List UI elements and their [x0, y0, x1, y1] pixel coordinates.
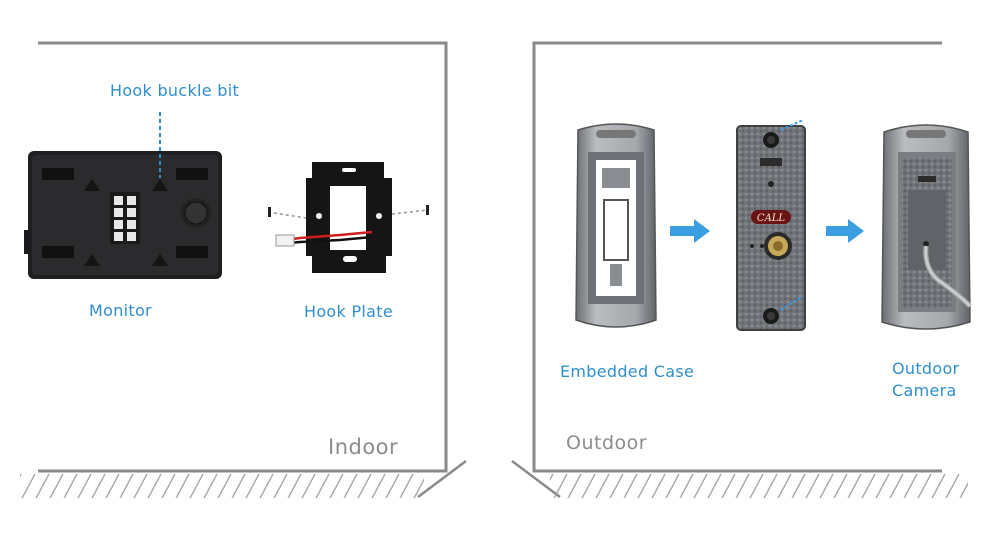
- indoor-room-walls: [38, 41, 467, 498]
- hook-buckle-label: Hook buckle bit: [110, 81, 240, 100]
- outdoor-floor-hatch: [550, 474, 968, 498]
- monitor-label: Monitor: [89, 301, 152, 320]
- outdoor-camera-icon: [881, 124, 972, 330]
- screw-icon: [267, 205, 429, 219]
- arrow-right-icon: [670, 219, 864, 243]
- hook-plate-label: Hook Plate: [304, 302, 393, 321]
- indoor-floor-hatch: [20, 474, 424, 498]
- monitor-icon: [24, 151, 222, 279]
- outdoor-camera-label-line1: Outdoor: [892, 359, 960, 378]
- embedded-case-label: Embedded Case: [560, 362, 695, 381]
- indoor-room-label: Indoor: [328, 435, 399, 459]
- hook-plate-icon: [275, 162, 392, 273]
- outdoor-camera-label-line2: Camera: [892, 381, 957, 400]
- call-button-label: CALL: [757, 213, 786, 224]
- embedded-case-icon: [575, 123, 657, 328]
- doorbell-panel-icon: CALL: [736, 119, 806, 331]
- outdoor-room-label: Outdoor: [566, 432, 648, 454]
